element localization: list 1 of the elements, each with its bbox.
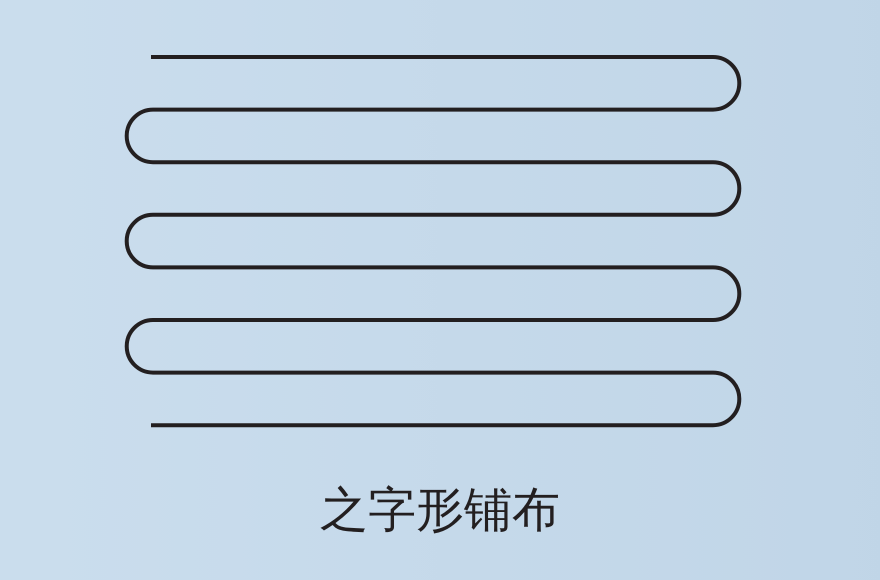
caption: 之字形铺布: [320, 482, 560, 538]
